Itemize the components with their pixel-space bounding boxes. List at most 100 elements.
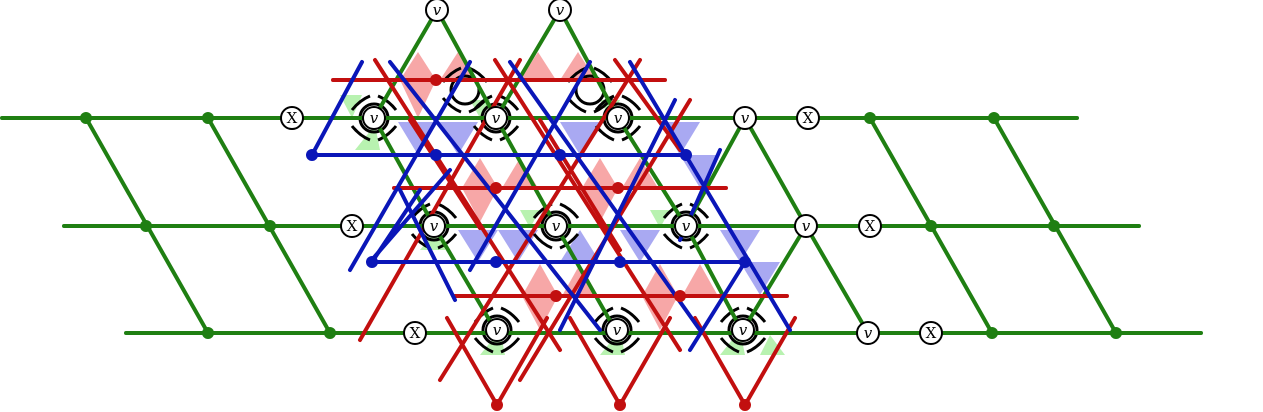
blue-dot-6 [554, 149, 566, 161]
black-arc-7-0 [601, 314, 618, 331]
black-arc-outer-8-1 [746, 306, 767, 323]
red-triangle-fill-7 [582, 158, 618, 188]
v-node-12-circle [731, 318, 755, 342]
red-bottom-dot-0 [491, 399, 503, 411]
blue-dot-7 [614, 256, 626, 268]
red-v-right-2 [743, 316, 797, 407]
x-node-3: X [865, 217, 876, 235]
x-node-0-circle [280, 106, 304, 130]
blue-diag-0 [310, 60, 364, 157]
v-node-2: v [370, 109, 379, 127]
x-node-2: X [347, 217, 358, 235]
black-arc-8-0 [727, 314, 744, 331]
black-arc-outer-1-3 [499, 125, 520, 142]
x-node-4-circle [403, 321, 427, 345]
v-node-9-circle [794, 214, 818, 238]
red-bottom-dot-2 [739, 399, 751, 411]
black-arc-outer-8-2 [719, 337, 740, 354]
green-peak-2-left [494, 8, 562, 120]
x-node-5: X [926, 324, 937, 342]
red-dot-3 [550, 290, 562, 302]
black-arc-outer-10-2 [566, 97, 587, 114]
blue-diag-6 [558, 98, 677, 332]
black-arc-outer-3-1 [437, 202, 458, 219]
red-triangle-fill-5 [462, 158, 498, 188]
blue-diag-2 [348, 60, 472, 272]
red-triangle-fill-11 [522, 264, 558, 296]
black-arc-outer-2-3 [621, 125, 642, 142]
v-node-10-circle [485, 318, 509, 342]
red-triangle-fill-10 [582, 188, 618, 222]
green-dot-3 [264, 220, 276, 232]
blue-diag-11 [688, 260, 747, 352]
v-node-4-circle [606, 106, 630, 130]
black-arc-7-1 [616, 314, 633, 331]
v-node-11-circle [605, 318, 629, 342]
red-dot-2 [612, 182, 624, 194]
blue-diag-3 [508, 60, 702, 332]
green-dot-0 [80, 112, 92, 124]
v-node-4: v [614, 109, 623, 127]
x-node-0: X [287, 109, 298, 127]
black-arc-outer-4-2 [532, 233, 553, 250]
black-arc-9-3 [464, 89, 481, 106]
red-bottom-dot-1 [614, 399, 626, 411]
red-triangle-fill-3 [560, 52, 596, 80]
v-node-12: v [739, 321, 748, 339]
v-node-1-circle [548, 0, 572, 22]
blue-triangle-fill-2 [560, 122, 600, 155]
black-arc-outer-4-3 [559, 233, 580, 250]
v-node-8: v [682, 217, 691, 235]
green-dot-2 [140, 220, 152, 232]
v-node-6-circle [422, 214, 446, 238]
red-diag-4 [438, 58, 642, 382]
green-triangle-fill-0 [340, 95, 362, 118]
v-node-9: v [802, 217, 811, 235]
v-node-0: v [433, 1, 442, 19]
black-arc-outer-9-2 [441, 97, 462, 114]
v-node-3-circle [484, 106, 508, 130]
v-node-10: v [493, 321, 502, 339]
black-arc-outer-5-1 [689, 202, 710, 219]
red-v-right-1 [618, 316, 672, 407]
black-arc-outer-2-1 [621, 94, 642, 111]
black-arc-outer-10-3 [593, 97, 614, 114]
red-diag-1 [493, 58, 682, 352]
v-node-1: v [556, 1, 565, 19]
green-triangle-fill-2 [470, 100, 490, 118]
black-arc-6-1 [496, 314, 513, 331]
x-node-2-circle [340, 214, 364, 238]
green-peak-1-right [435, 8, 498, 120]
v-node-0-circle [425, 0, 449, 22]
black-arc-outer-0-0 [350, 94, 371, 111]
black-arc-outer-5-0 [662, 202, 683, 219]
v-node-7: v [552, 217, 561, 235]
green-dot-7 [988, 112, 1000, 124]
v-node-7-circle [544, 214, 568, 238]
black-arc-outer-1-1 [499, 94, 520, 111]
green-right-chevron-1b [743, 116, 808, 228]
blue-dot-4 [430, 149, 442, 161]
red-v-left-2 [693, 316, 747, 407]
black-arc-outer-0-3 [377, 125, 398, 142]
v-node-6: v [430, 217, 439, 235]
v-node-13-circle [856, 321, 880, 345]
v-node-5-circle [733, 106, 757, 130]
red-dot-4 [674, 290, 686, 302]
red-v-left-1 [568, 316, 622, 407]
blue-dot-0 [306, 149, 318, 161]
black-arc-outer-7-2 [593, 337, 614, 354]
green-inner-6 [684, 224, 745, 335]
green-inner-1 [372, 116, 436, 228]
red-triangle-fill-9 [462, 188, 498, 222]
black-arc-outer-2-0 [594, 94, 615, 111]
blue-diag-10 [370, 188, 422, 264]
red-triangle-fill-0 [400, 52, 436, 80]
black-arc-outer-0-2 [350, 125, 371, 142]
blue-triangle-fill-0 [398, 122, 438, 155]
red-v-left-0 [445, 316, 499, 407]
green-dot-10 [986, 327, 998, 339]
green-dot-9 [1048, 220, 1060, 232]
